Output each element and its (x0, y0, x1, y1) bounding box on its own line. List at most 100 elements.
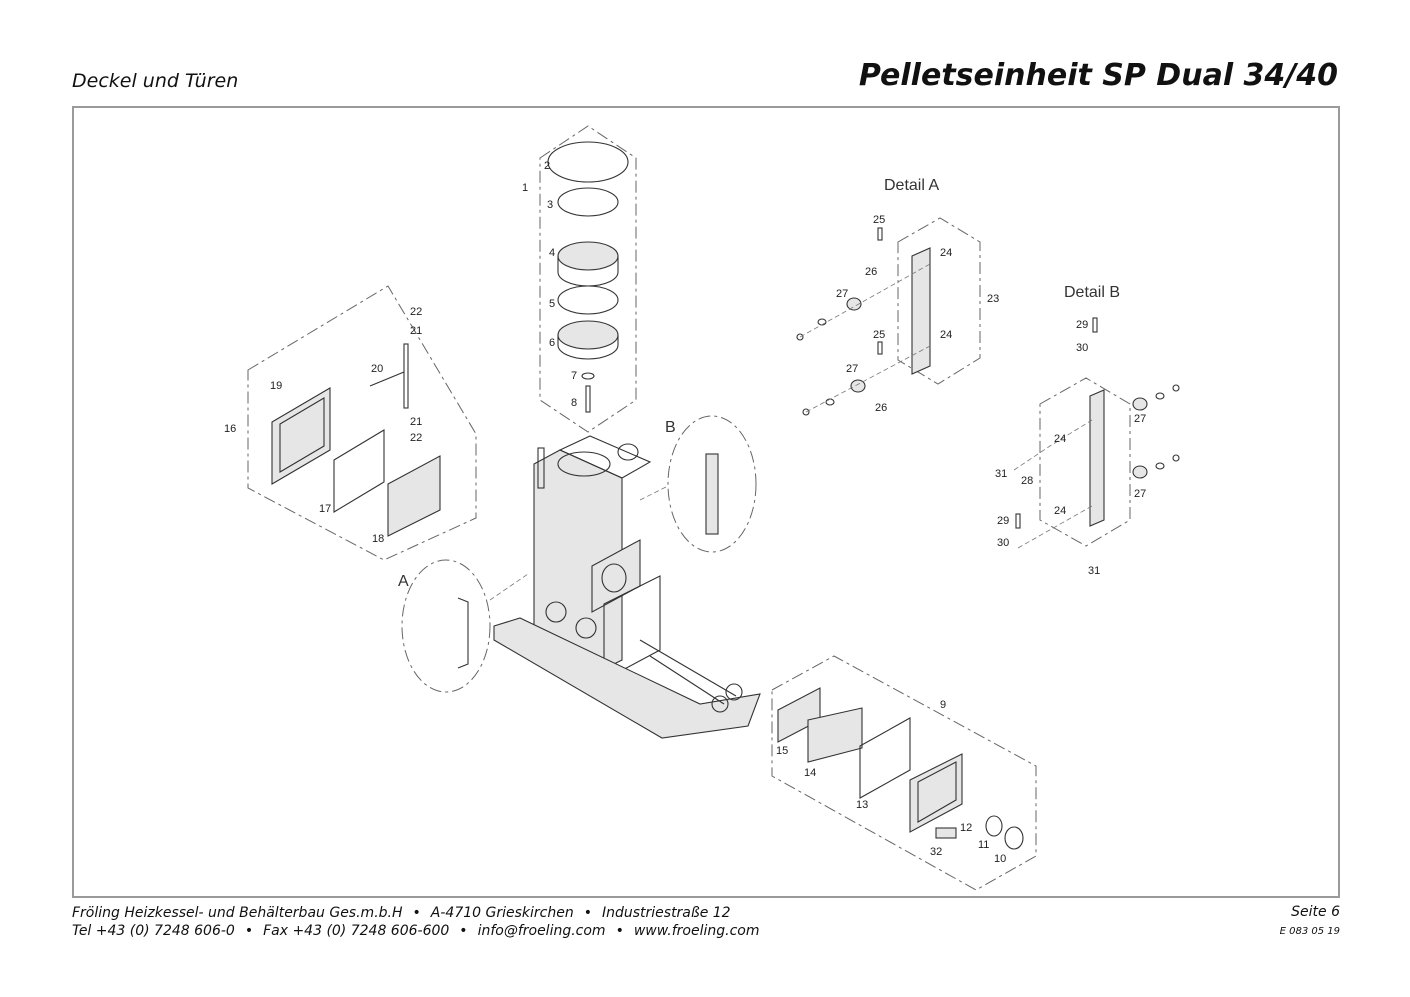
auger-tube-1 (639, 639, 737, 697)
callout-b-ellipse (667, 415, 757, 553)
detail-a-screw-25-top (877, 227, 883, 241)
part-13-plate (859, 717, 911, 799)
footer-separator: • (615, 923, 624, 939)
detail-a-washer-top (817, 318, 827, 326)
label-part-8: 8 (571, 397, 577, 409)
label-part-29-a: 29 (1076, 319, 1088, 331)
body-port-1 (545, 601, 567, 623)
label-part-12: 12 (960, 822, 972, 834)
callout-b-group (639, 415, 757, 553)
part-17-gasket (333, 429, 385, 513)
detail-b-bushing-bottom (1132, 465, 1148, 479)
label-part-20: 20 (371, 363, 383, 375)
label-part-25-b: 25 (873, 329, 885, 341)
lid-stack-group (539, 125, 637, 433)
label-part-4: 4 (549, 247, 555, 259)
part-6-lid-side (557, 335, 619, 360)
callout-b-hinge (705, 453, 719, 535)
detail-a-axis-top (799, 263, 931, 338)
part-10-cap (1004, 826, 1024, 850)
door-assembly-outline (247, 285, 477, 561)
detail-b-screw-29-top (1092, 317, 1098, 333)
part-12-frame (909, 753, 963, 833)
hopper-top (558, 435, 652, 479)
part-6-lid-top (557, 320, 619, 350)
part-32-label-plate (935, 827, 957, 839)
label-part-31-a: 31 (995, 468, 1007, 480)
callout-b-leader (639, 485, 669, 501)
footer-email[interactable]: info@froeling.com (477, 923, 606, 939)
detail-a-group (796, 217, 981, 416)
detail-b-handle-bar (1089, 389, 1105, 527)
callout-a-ellipse (401, 559, 491, 693)
part-16-door-frame (271, 387, 331, 485)
footer-company: Fröling Heizkessel- und Behälterbau Ges.… (72, 905, 403, 921)
footer-fax: Fax +43 (0) 7248 606-600 (263, 923, 450, 939)
callout-a-handle (457, 597, 469, 669)
detail-a-handle-bar (911, 247, 931, 375)
footer-web[interactable]: www.froeling.com (633, 923, 760, 939)
lid-stack-outline (539, 125, 637, 433)
label-part-24-d: 24 (1054, 505, 1066, 517)
label-part-16: 16 (224, 423, 236, 435)
detail-b-bushing-top (1132, 397, 1148, 411)
label-part-30-a: 30 (1076, 342, 1088, 354)
label-part-30-b: 30 (997, 537, 1009, 549)
label-part-24-a: 24 (940, 247, 952, 259)
footer-separator: • (412, 905, 421, 921)
auger-end-1 (725, 683, 743, 701)
label-part-23: 23 (987, 293, 999, 305)
footer-contact: Fröling Heizkessel- und Behälterbau Ges.… (72, 904, 760, 940)
label-part-27-d: 27 (1134, 488, 1146, 500)
label-part-17: 17 (319, 503, 331, 515)
label-part-25-a: 25 (873, 214, 885, 226)
label-part-32: 32 (930, 846, 942, 858)
part-14-bracket (807, 707, 863, 763)
footer-separator: • (583, 905, 592, 921)
frame-side (603, 575, 661, 681)
label-part-3: 3 (547, 199, 553, 211)
section-title: Deckel und Türen (72, 70, 239, 92)
callout-b-label: B (665, 419, 676, 436)
detail-b-title: Detail B (1064, 284, 1120, 301)
footer-address: A-4710 Grieskirchen (430, 905, 574, 921)
label-part-27-a: 27 (836, 288, 848, 300)
label-part-2: 2 (544, 160, 550, 172)
label-part-22-bottom: 22 (410, 432, 422, 444)
detail-a-bushing-27-top (846, 297, 862, 311)
label-part-27-c: 27 (1134, 413, 1146, 425)
detail-a-nut-bottom (802, 408, 810, 416)
label-part-10: 10 (994, 853, 1006, 865)
label-part-7: 7 (571, 370, 577, 382)
label-part-26-a: 26 (865, 266, 877, 278)
part-7-nut (581, 372, 595, 380)
label-part-24-c: 24 (1054, 433, 1066, 445)
footer-tel: Tel +43 (0) 7248 606-0 (72, 923, 235, 939)
label-part-24-b: 24 (940, 329, 952, 341)
footer-separator: • (244, 923, 254, 939)
body-port-2 (575, 617, 597, 639)
label-part-6: 6 (549, 337, 555, 349)
detail-a-outline (897, 217, 981, 385)
detail-b-washer-bottom (1155, 462, 1165, 470)
detail-a-nut-top (796, 333, 804, 341)
label-part-26-b: 26 (875, 402, 887, 414)
part-12-frame-inner (917, 761, 957, 823)
page-title: Pelletseinheit SP Dual 34/40 (858, 58, 1338, 93)
detail-a-axis-bottom (805, 345, 931, 413)
main-body-group (493, 435, 761, 739)
detail-a-bushing-27-bottom (850, 379, 866, 393)
drawing-frame (72, 106, 1340, 898)
footer-line-2: Tel +43 (0) 7248 606-0 • Fax +43 (0) 7248 … (72, 922, 760, 940)
part-3-gasket (557, 187, 619, 217)
callout-a-label: A (398, 573, 409, 590)
detail-b-axis-top (1013, 419, 1093, 471)
plate-assembly-outline (771, 655, 1037, 891)
label-part-11: 11 (978, 839, 989, 851)
part-20-hinge-pin (369, 371, 405, 387)
plate-assembly-group (771, 655, 1037, 891)
label-part-19: 19 (270, 380, 282, 392)
label-part-9: 9 (940, 699, 946, 711)
label-part-1: 1 (522, 182, 528, 194)
